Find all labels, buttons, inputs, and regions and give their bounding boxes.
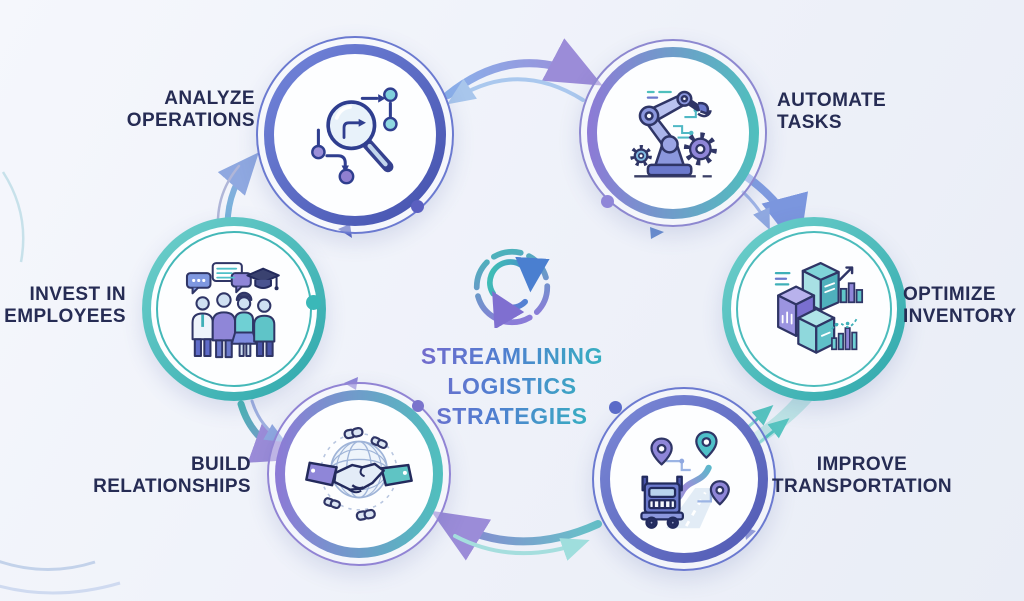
node-build-relationships (267, 382, 451, 566)
ring-dot (601, 195, 614, 208)
cycle-arrows-icon (473, 248, 551, 328)
center-block: STREAMLINING LOGISTICS STRATEGIES (388, 246, 636, 432)
node-analyze-operations (256, 36, 454, 234)
node-optimize-inventory (722, 217, 906, 401)
magnifier-flowchart-icon (311, 87, 398, 185)
handshake-globe-icon (305, 426, 413, 521)
inventory-boxes-chart-icon (774, 261, 864, 354)
node-invest-in-employees (142, 217, 326, 401)
diagram-title: STREAMLINING LOGISTICS STRATEGIES (388, 342, 636, 432)
truck-route-icon (640, 430, 730, 529)
label-analyze-operations: ANALYZE OPERATIONS (126, 88, 255, 132)
ring-dot (411, 200, 424, 213)
label-invest-in-employees: INVEST IN EMPLOYEES (4, 284, 126, 328)
team-education-icon (185, 262, 280, 359)
label-optimize-inventory: OPTIMIZE INVENTORY (903, 284, 1017, 328)
ring-dot (412, 400, 424, 412)
label-build-relationships: BUILD RELATIONSHIPS (93, 454, 251, 498)
label-automate-tasks: AUTOMATE TASKS (777, 90, 887, 134)
label-improve-transportation: IMPROVE TRANSPORTATION (771, 454, 953, 498)
ring-dot (306, 295, 321, 310)
robot-arm-icon (630, 90, 717, 178)
node-improve-transportation (592, 387, 776, 571)
ring-dot (609, 401, 622, 414)
